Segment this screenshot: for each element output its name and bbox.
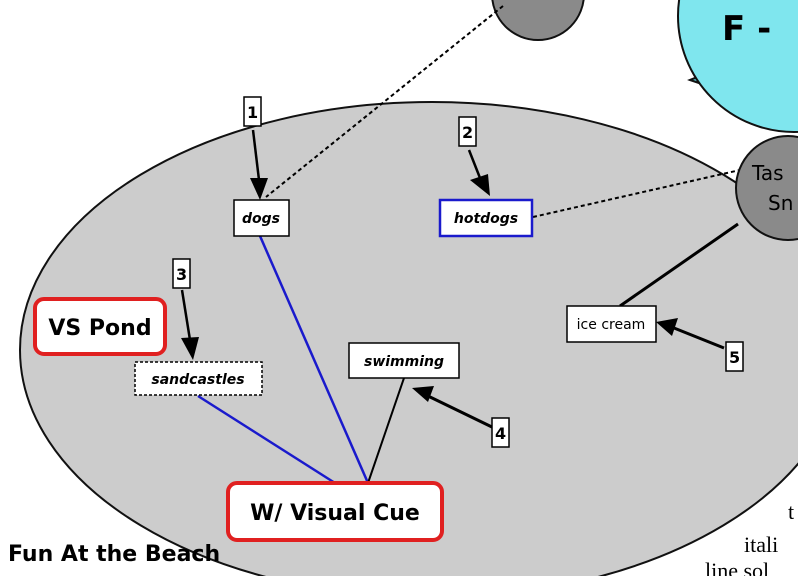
node-dogs[interactable]: dogs [233, 199, 290, 237]
node-visual-cue[interactable]: W/ Visual Cue [226, 481, 444, 542]
svg-text:4: 4 [495, 424, 506, 443]
side-node-label-line1: Tas [751, 161, 784, 185]
svg-text:5: 5 [729, 348, 740, 367]
line-icecream [619, 222, 739, 308]
marker-3: 1 [243, 96, 262, 127]
svg-text:dogs: dogs [242, 211, 280, 227]
line-swimming [367, 377, 405, 484]
svg-text:hotdogs: hotdogs [454, 211, 518, 227]
svg-text:2: 2 [462, 123, 473, 142]
marker-1: 5 [725, 341, 744, 372]
top-dark-node[interactable] [491, 0, 585, 41]
marker-2: 4 [491, 417, 510, 448]
diagram-caption: Fun At the Beach [8, 542, 220, 567]
marker-4: 3 [172, 258, 191, 289]
overflow-text-1: t [788, 499, 794, 524]
svg-text:sandcastles: sandcastles [151, 372, 244, 388]
node-hotdogs[interactable]: hotdogs [438, 198, 534, 238]
cyan-node-label: F - [722, 9, 771, 49]
marker-5: 2 [458, 116, 477, 147]
cyan-node[interactable]: F - [677, 0, 798, 133]
svg-text:swimming: swimming [364, 354, 444, 370]
node-vs-pond[interactable]: VS Pond [33, 297, 167, 356]
node-swimming[interactable]: swimming [348, 342, 460, 379]
dashed-line-dogs [265, 5, 504, 198]
svg-text:1: 1 [247, 103, 258, 122]
node-ice-cream[interactable]: ice cream [566, 305, 657, 343]
side-dark-node[interactable]: Tas Sn [735, 135, 798, 241]
beach-region [19, 101, 798, 576]
blue-line-dogs [258, 235, 370, 484]
svg-text:3: 3 [176, 265, 187, 284]
side-node-label-line2: Sn [768, 191, 793, 215]
blue-line-sandcastles [197, 394, 336, 485]
overflow-text-2: itali [744, 532, 778, 557]
overflow-text-3: line sol [705, 558, 769, 576]
svg-text:ice cream: ice cream [577, 317, 646, 333]
svg-text:VS Pond: VS Pond [48, 316, 151, 341]
dashed-line-hotdogs [532, 169, 741, 218]
svg-text:W/ Visual Cue: W/ Visual Cue [250, 501, 420, 526]
arrows [180, 129, 725, 430]
node-sandcastles[interactable]: sandcastles [134, 361, 263, 396]
